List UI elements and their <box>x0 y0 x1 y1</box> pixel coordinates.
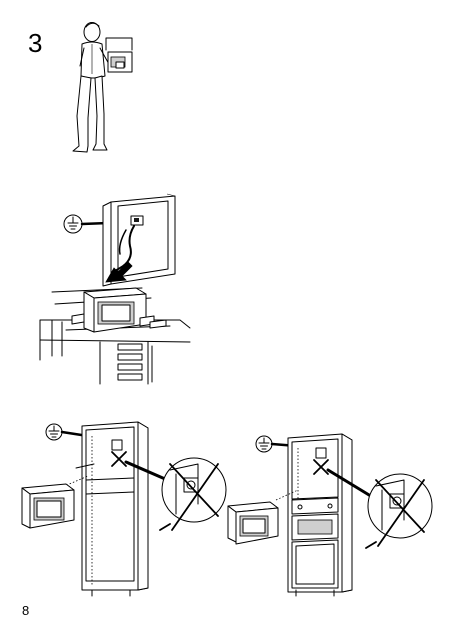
ground-symbol-icon <box>45 423 63 441</box>
ground-symbol-icon <box>63 214 83 234</box>
page-number: 8 <box>22 603 30 618</box>
ground-symbol-icon <box>255 435 273 453</box>
step-number: 3 <box>28 28 43 58</box>
